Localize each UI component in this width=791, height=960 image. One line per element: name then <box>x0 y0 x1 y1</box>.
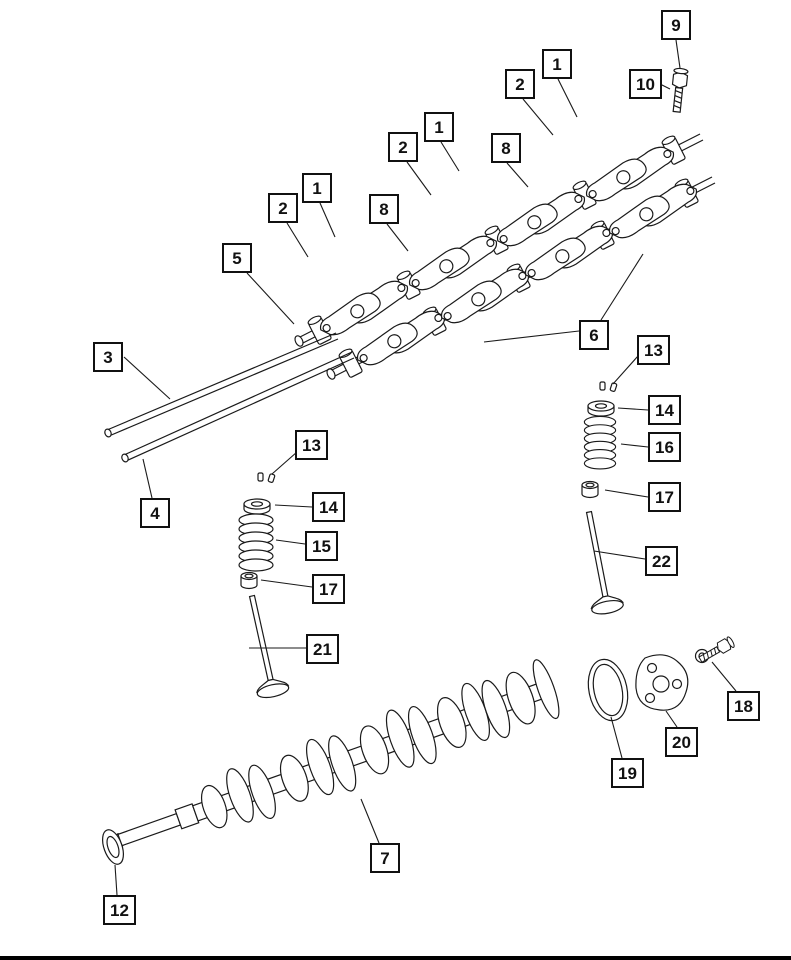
callout-14-right[interactable]: 14 <box>648 395 681 425</box>
bottom-border-line <box>0 956 791 960</box>
callout-8-upper[interactable]: 8 <box>491 133 521 163</box>
valve-group-left-drawing <box>235 472 291 701</box>
callout-12[interactable]: 12 <box>103 895 136 925</box>
callout-4[interactable]: 4 <box>140 498 170 528</box>
callout-19[interactable]: 19 <box>611 758 644 788</box>
camshaft-seal-drawing <box>102 829 124 865</box>
callout-18[interactable]: 18 <box>727 691 760 721</box>
callout-10[interactable]: 10 <box>629 69 662 99</box>
callout-7[interactable]: 7 <box>370 843 400 873</box>
callout-9[interactable]: 9 <box>661 10 691 40</box>
callout-22[interactable]: 22 <box>645 546 678 576</box>
callout-1-right[interactable]: 1 <box>542 49 572 79</box>
valve-group-right-drawing <box>572 381 625 617</box>
callout-5[interactable]: 5 <box>222 243 252 273</box>
callout-2-left[interactable]: 2 <box>268 193 298 223</box>
callout-21[interactable]: 21 <box>306 634 339 664</box>
callout-6[interactable]: 6 <box>579 320 609 350</box>
callout-20[interactable]: 20 <box>665 727 698 757</box>
callout-2-middle[interactable]: 2 <box>388 132 418 162</box>
callout-15[interactable]: 15 <box>305 531 338 561</box>
callout-8-lower[interactable]: 8 <box>369 194 399 224</box>
callout-14-left[interactable]: 14 <box>312 492 345 522</box>
callout-1-middle[interactable]: 1 <box>424 112 454 142</box>
callout-16[interactable]: 16 <box>648 432 681 462</box>
callout-17-right[interactable]: 17 <box>648 482 681 512</box>
thrust-plate-drawing <box>635 654 689 711</box>
callout-17-left[interactable]: 17 <box>312 574 345 604</box>
callout-1-left[interactable]: 1 <box>302 173 332 203</box>
plate-bolt-drawing <box>694 635 736 666</box>
callout-13-right[interactable]: 13 <box>637 335 670 365</box>
callout-3[interactable]: 3 <box>93 342 123 372</box>
callout-13-left[interactable]: 13 <box>295 430 328 460</box>
shaft-bolt-drawing <box>669 67 689 114</box>
callout-2-right[interactable]: 2 <box>505 69 535 99</box>
camshaft-drawing <box>115 659 560 847</box>
oring-drawing <box>587 658 629 722</box>
leader-lines <box>114 39 737 896</box>
shaft-rod-drawing <box>104 332 355 463</box>
